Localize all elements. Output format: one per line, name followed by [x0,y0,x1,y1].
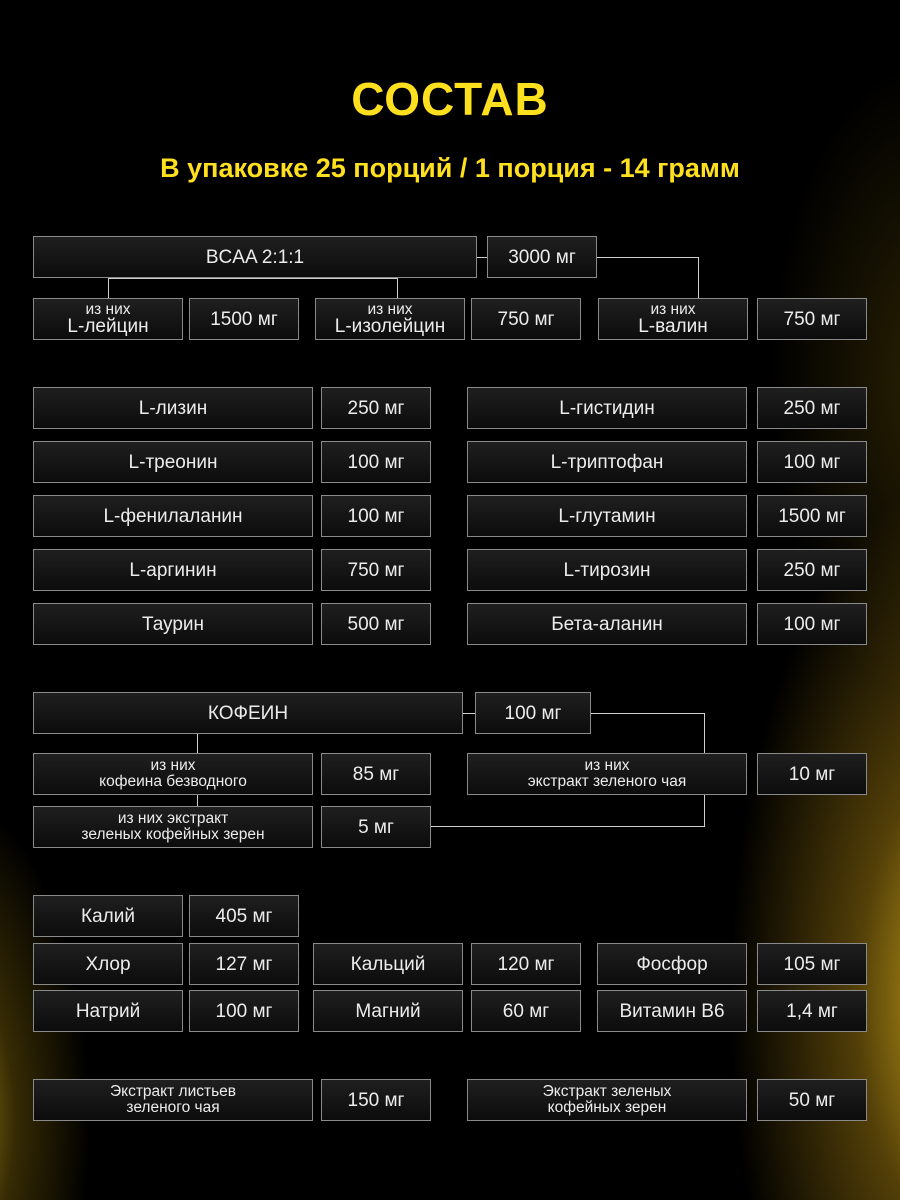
green-coffee-extract-amount: 50 мг [757,1079,867,1121]
green-tea-leaf-extract-amount: 150 мг [321,1079,431,1121]
green-tea-extract-amount: 10 мг [757,753,867,795]
calcium-amount: 120 мг [471,943,581,985]
sodium-amount: 100 мг [189,990,299,1032]
leucine-prefix: из них [85,300,131,318]
amino-right-amount: 250 мг [757,549,867,591]
green-coffee-extract-line1: Экстракт зеленых [542,1082,672,1100]
amino-right-name: Бета-аланин [467,603,747,645]
amino-left-name: L-фенилаланин [33,495,313,537]
green-tea-leaf-extract-line2: зеленого чая [126,1099,220,1116]
connector-line [597,257,699,258]
bcaa-amount: 3000 мг [487,236,597,278]
vitamin-b6-amount: 1,4 мг [757,990,867,1032]
caffeine-anhydrous-amount: 85 мг [321,753,431,795]
connector-line [197,795,198,806]
leucine-amount: 1500 мг [189,298,299,340]
potassium-amount: 405 мг [189,895,299,937]
amino-right-name: L-тирозин [467,549,747,591]
green-tea-extract-name: из них экстракт зеленого чая [467,753,747,795]
connector-line [698,257,699,298]
page-subtitle: В упаковке 25 порций / 1 порция - 14 гра… [160,153,740,183]
caffeine-anhydrous-line1: из них [150,756,196,774]
green-coffee-extract-line2: кофейных зерен [547,1099,667,1116]
amino-right-amount: 100 мг [757,603,867,645]
caffeine-anhydrous-line2: кофеина безводного [99,773,247,790]
isoleucine-amount: 750 мг [471,298,581,340]
green-tea-extract-line1: из них [584,756,630,774]
valine-amount: 750 мг [757,298,867,340]
potassium-name: Калий [33,895,183,937]
green-tea-leaf-extract-line1: Экстракт листьев [109,1082,237,1100]
amino-left-name: L-треонин [33,441,313,483]
vitamin-b6-name: Витамин В6 [597,990,747,1032]
amino-right-name: L-глутамин [467,495,747,537]
leucine-label: L-лейцин [67,316,149,338]
amino-right-amount: 100 мг [757,441,867,483]
connector-line [108,278,109,298]
chlorine-name: Хлор [33,943,183,985]
green-coffee-beans-line1: из них экстракт [117,809,229,827]
amino-right-name: L-гистидин [467,387,747,429]
green-tea-leaf-extract-name: Экстракт листьев зеленого чая [33,1079,313,1121]
isoleucine-name: из них L-изолейцин [315,298,465,340]
phosphorus-amount: 105 мг [757,943,867,985]
amino-left-amount: 750 мг [321,549,431,591]
connector-line [431,826,705,827]
amino-left-amount: 100 мг [321,495,431,537]
amino-left-amount: 500 мг [321,603,431,645]
connector-line [591,713,705,714]
caffeine-anhydrous-name: из них кофеина безводного [33,753,313,795]
green-coffee-extract-name: Экстракт зеленых кофейных зерен [467,1079,747,1121]
connector-line [704,795,705,827]
magnesium-amount: 60 мг [471,990,581,1032]
amino-right-name: L-триптофан [467,441,747,483]
connector-line [397,278,398,298]
magnesium-name: Магний [313,990,463,1032]
amino-left-name: L-лизин [33,387,313,429]
green-coffee-beans-line2: зеленых кофейных зерен [81,826,265,843]
isoleucine-prefix: из них [367,300,413,318]
page-title: СОСТАВ [351,73,549,125]
leucine-name: из них L-лейцин [33,298,183,340]
amino-left-amount: 100 мг [321,441,431,483]
connector-line [108,278,398,279]
valine-label: L-валин [638,316,708,338]
amino-left-name: L-аргинин [33,549,313,591]
amino-right-amount: 250 мг [757,387,867,429]
connector-line [197,734,198,753]
amino-left-amount: 250 мг [321,387,431,429]
calcium-name: Кальций [313,943,463,985]
connector-line [477,257,487,258]
sodium-name: Натрий [33,990,183,1032]
green-tea-extract-line2: экстракт зеленого чая [527,773,687,790]
amino-right-amount: 1500 мг [757,495,867,537]
chlorine-amount: 127 мг [189,943,299,985]
bcaa-name: BCAA 2:1:1 [33,236,477,278]
isoleucine-label: L-изолейцин [334,316,446,338]
green-coffee-beans-name: из них экстракт зеленых кофейных зерен [33,806,313,848]
valine-name: из них L-валин [598,298,748,340]
caffeine-amount: 100 мг [475,692,591,734]
caffeine-name: КОФЕИН [33,692,463,734]
connector-line [704,713,705,753]
valine-prefix: из них [650,300,696,318]
green-coffee-beans-amount: 5 мг [321,806,431,848]
phosphorus-name: Фосфор [597,943,747,985]
connector-line [463,713,475,714]
amino-left-name: Таурин [33,603,313,645]
